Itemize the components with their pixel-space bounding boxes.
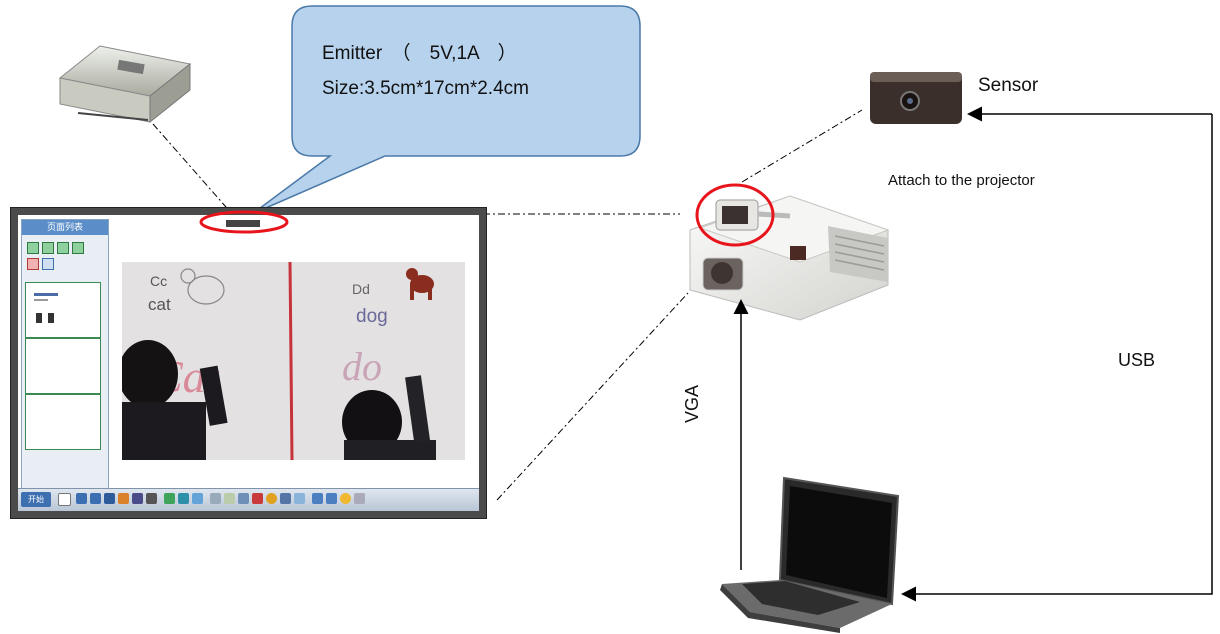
handwriting-right-text: do <box>342 344 382 389</box>
student-left-icon <box>122 340 228 460</box>
callout-size-text: Size:3.5cm*17cm*2.4cm <box>322 78 529 99</box>
classroom-photo-drawing: Cc cat Dd dog Cat do <box>122 262 465 460</box>
page-thumbnail[interactable] <box>25 394 101 450</box>
color-palette-icon[interactable] <box>266 493 277 504</box>
select-tool-icon[interactable] <box>58 493 71 506</box>
thumbnail-preview <box>34 293 58 323</box>
dog-drawing-icon <box>406 268 434 300</box>
emitter-connector-line <box>152 123 234 216</box>
sensor-device-icon <box>870 72 962 124</box>
line-tool-icon[interactable] <box>146 493 157 504</box>
import-page-button[interactable] <box>42 242 54 254</box>
page-list-title: 页面列表 <box>22 220 108 235</box>
arrow-tool-icon[interactable] <box>224 493 235 504</box>
classroom-photo: Cc cat Dd dog Cat do <box>122 262 465 460</box>
page-thumbnail[interactable] <box>25 282 101 338</box>
pen-tool-icon[interactable] <box>104 493 115 504</box>
student-right-icon <box>342 375 436 460</box>
callout-emitter-text: Emitter （ 5V,1A ） <box>322 43 517 64</box>
word-right-text: dog <box>356 306 388 327</box>
zoom-tool-icon[interactable] <box>238 493 249 504</box>
line-width-icon[interactable] <box>280 493 291 504</box>
text-tool-icon[interactable] <box>178 493 189 504</box>
board-bottom-connector-line <box>496 292 689 501</box>
fill-tool-icon[interactable] <box>294 493 305 504</box>
callout-bubble <box>251 5 641 215</box>
redo-icon[interactable] <box>326 493 337 504</box>
move-down-button[interactable] <box>72 242 84 254</box>
sensor-label: Sensor <box>978 75 1039 96</box>
undo-icon[interactable] <box>312 493 323 504</box>
brush-tool-icon[interactable] <box>132 493 143 504</box>
emitter-device-icon <box>58 45 192 124</box>
shape-tool-icon[interactable] <box>164 493 175 504</box>
eraser-tool-icon[interactable] <box>354 493 365 504</box>
projector-icon <box>689 195 890 321</box>
cat-drawing-icon <box>180 268 225 305</box>
whiteboard-screen: 页面列表 Cc cat <box>10 207 487 519</box>
whiteboard-toolbar: 开始 <box>18 488 479 511</box>
pencil-tool-icon[interactable] <box>118 493 129 504</box>
vga-label: VGA <box>682 384 702 423</box>
word-left-text: cat <box>148 295 171 314</box>
clear-page-button[interactable] <box>42 258 54 270</box>
next-page-icon[interactable] <box>90 493 101 504</box>
stamp-tool-icon[interactable] <box>252 493 263 504</box>
page-thumbnail[interactable] <box>25 338 101 394</box>
sensor-connector-line <box>741 109 863 183</box>
letters-left-text: Cc <box>150 273 167 289</box>
projector-sensor-highlight <box>695 183 775 247</box>
move-up-button[interactable] <box>57 242 69 254</box>
laptop-icon <box>720 476 900 633</box>
pointer-tool-icon[interactable] <box>210 493 221 504</box>
delete-page-button[interactable] <box>27 258 39 270</box>
page-list-panel: 页面列表 <box>21 219 109 501</box>
usb-arrow-to-laptop <box>901 114 1213 602</box>
start-button[interactable]: 开始 <box>21 492 51 507</box>
hand-tool-icon[interactable] <box>340 493 351 504</box>
add-page-button[interactable] <box>27 242 39 254</box>
attach-label: Attach to the projector <box>888 172 1035 189</box>
prev-page-icon[interactable] <box>76 493 87 504</box>
star-tool-icon[interactable] <box>192 493 203 504</box>
whiteboard-canvas: 页面列表 Cc cat <box>18 215 479 511</box>
usb-label: USB <box>1118 350 1156 370</box>
letters-right-text: Dd <box>352 281 370 297</box>
